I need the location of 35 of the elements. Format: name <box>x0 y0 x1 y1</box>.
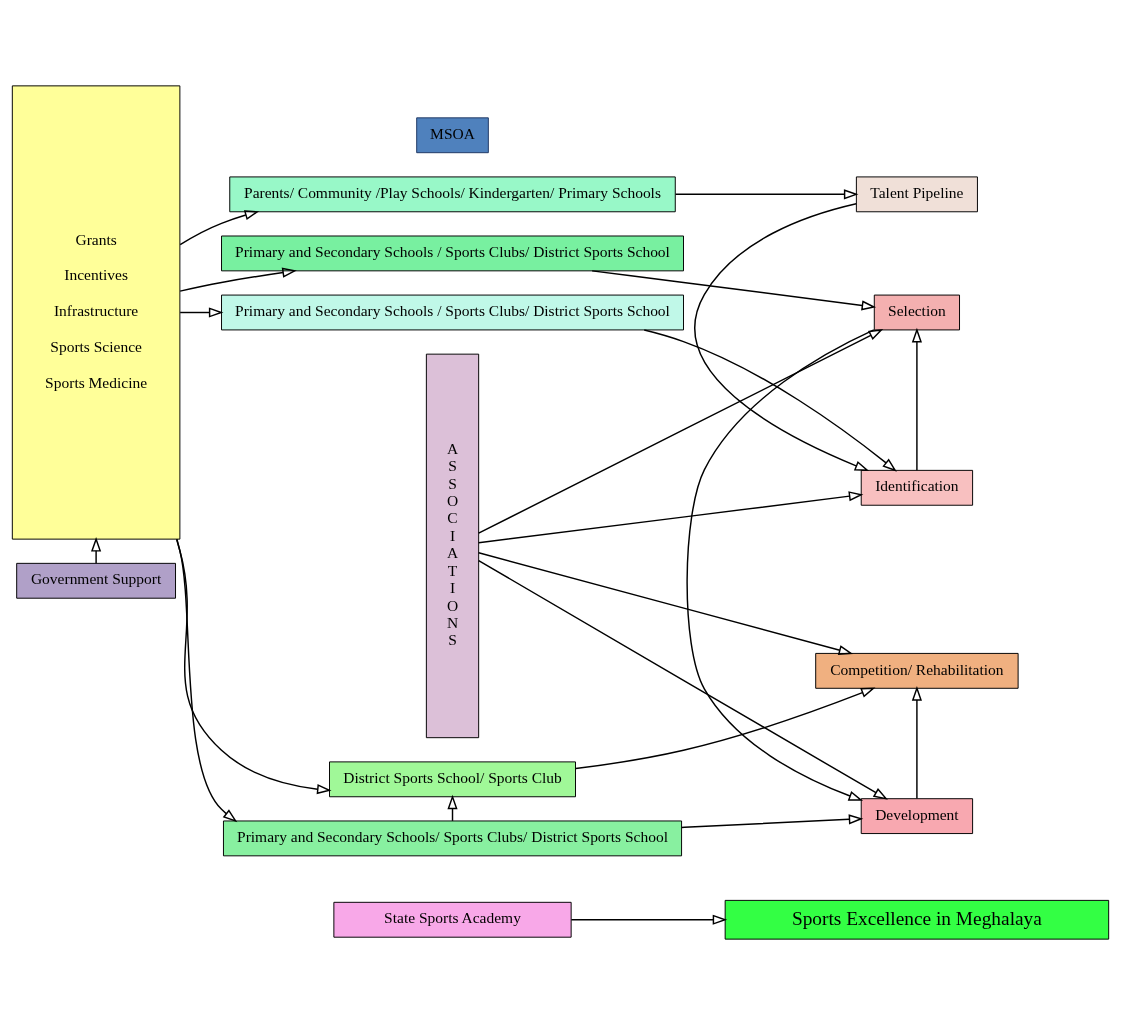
node-box: A S S O C I A T I O N S <box>425 353 480 739</box>
node-box: Primary and Secondary Schools / Sports Clubs/ District Sports School <box>221 235 684 272</box>
arrow <box>570 914 728 925</box>
arrow <box>179 267 297 292</box>
arrow <box>477 559 888 800</box>
arrow <box>477 552 854 655</box>
arrow <box>179 307 224 318</box>
node-box: Development <box>860 798 974 835</box>
node-box: Selection <box>873 294 960 331</box>
node-box: State Sports Academy <box>333 901 572 938</box>
node-box: MSOA <box>416 117 489 154</box>
arrow <box>694 203 870 472</box>
arrow <box>591 270 877 311</box>
arrow <box>176 538 238 823</box>
node-box: Grants Incentives Infrastructure Sports Science Sports Medicine <box>11 85 181 540</box>
arrow <box>686 329 875 801</box>
node-box: Primary and Secondary Schools / Sports Clubs/ District Sports School <box>221 294 684 331</box>
arrow <box>911 686 922 800</box>
arrow <box>179 210 260 246</box>
arrow <box>575 687 876 770</box>
arrow <box>680 814 864 829</box>
node-box: District Sports School/ Sports Club <box>329 761 576 798</box>
arrow <box>477 329 884 534</box>
arrow <box>477 491 864 544</box>
arrow <box>643 329 897 472</box>
arrow <box>91 537 102 564</box>
node-box: Identification <box>860 469 974 506</box>
node-box: Primary and Secondary Schools/ Sports Clubs/ District Sports School <box>222 820 683 857</box>
arrow <box>911 327 922 472</box>
node-box: Talent Pipeline <box>855 176 978 213</box>
node-box: Government Support <box>16 562 176 599</box>
node-box: Competition/ Rehabilitation <box>815 652 1019 689</box>
arrow <box>674 189 859 200</box>
node-box: Parents/ Community /Play Schools/ Kindergarten/ Primary Schools <box>229 176 676 213</box>
node-box: Sports Excellence in Meghalaya <box>724 899 1110 940</box>
